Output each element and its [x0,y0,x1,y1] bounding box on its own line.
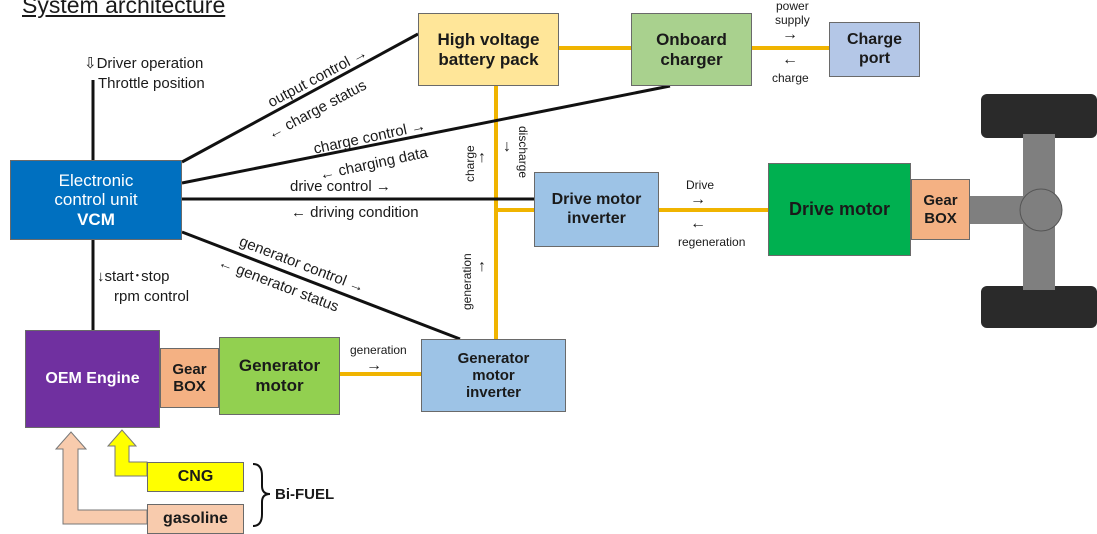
charge-port: Charge port [829,22,920,77]
gasoline-feed-arrow-shape [54,431,148,525]
drive-inverter-line1: Drive motor [551,191,642,209]
regeneration-label: regeneration [678,235,746,249]
fuel-arrows [54,429,271,527]
charge-arrow: ← [782,51,798,68]
battery-label-line1: High voltage [437,29,540,49]
gen-inverter-line2: motor [472,366,515,384]
discharge-down-arrow: ↓ [503,138,511,155]
vcm-label-line1: Electronic [58,170,134,190]
generator-motor: Generator motor [219,337,340,415]
throttle-position-label: Throttle position [98,75,205,92]
drive-flow-label: Drive [686,178,715,192]
drive-shaft [970,196,1028,224]
generator-motor-inverter: Generator motor inverter [421,339,566,412]
drive-inverter-line2: inverter [567,209,626,227]
power-supply-label-1: power [776,0,809,13]
vcm-control-unit: Electronic control unit VCM [10,160,182,240]
generation-horizontal-label: generation [350,343,407,357]
cng-feed-arrow-shape [106,429,148,477]
onboard-charger: Onboard charger [631,13,752,86]
gasoline-fuel: gasoline [147,504,244,534]
charge-vertical-label: charge [463,145,477,182]
generation-right-arrow: → [366,357,382,374]
drive-gearbox: Gear BOX [911,179,970,240]
generator-motor-line2: motor [255,376,304,395]
bi-fuel-brace [252,463,271,527]
charge-flow-label: charge [772,71,809,85]
engine-gearbox-line2: BOX [173,378,206,395]
engine-gearbox: Gear BOX [160,348,219,408]
cng-fuel: CNG [147,462,244,492]
generation-up-arrow: ↑ [478,258,486,275]
high-voltage-battery-pack: High voltage battery pack [418,13,559,86]
drive-motor-label: Drive motor [788,199,891,220]
driving-condition-label: ← driving condition [291,204,419,221]
discharge-vertical-label: discharge [516,126,530,179]
power-supply-label-2: supply [775,13,810,27]
rear-wheel-bottom [981,286,1097,328]
charge-up-arrow: ↑ [478,149,486,166]
drive-gearbox-line1: Gear [923,192,958,210]
drive-right-arrow: → [690,191,706,208]
drive-gearbox-line2: BOX [924,209,957,227]
drive-control-label: drive control → [290,178,391,195]
generator-motor-line1: Generator [238,356,321,376]
engine-label: OEM Engine [45,369,140,387]
differential [1019,188,1063,232]
vcm-label-line3: VCM [77,209,115,229]
gen-inverter-line3: inverter [465,384,521,402]
charge-port-line1: Charge [846,31,903,49]
gen-inverter-line1: Generator [457,349,530,367]
signal-lines [91,32,671,341]
vehicle-chassis [970,94,1097,328]
vcm-label-line2: control unit [54,190,138,210]
charge-port-line2: port [858,49,891,67]
charger-label-line1: Onboard [656,29,727,49]
drive-motor: Drive motor [768,163,911,256]
rear-wheel-top [981,94,1097,138]
power-supply-arrow: → [782,26,798,43]
hv-lines [340,46,829,376]
engine-gearbox-line1: Gear [172,360,207,378]
driver-operation-label: ⇩Driver operation [84,55,204,72]
generation-vertical-label: generation [460,253,474,310]
charger-label-line2: charger [660,49,723,69]
battery-label-line2: battery pack [438,49,539,69]
start-stop-label: ↓start･stop [97,268,170,285]
gasoline-label: gasoline [163,509,228,527]
page-title: System architecture [22,0,226,18]
regeneration-left-arrow: ← [690,215,706,232]
oem-engine: OEM Engine [25,330,160,428]
bi-fuel-label: Bi-FUEL [275,486,335,503]
rpm-control-label: rpm control [114,288,190,305]
drive-motor-inverter: Drive motor inverter [534,172,659,247]
cng-label: CNG [177,467,214,485]
